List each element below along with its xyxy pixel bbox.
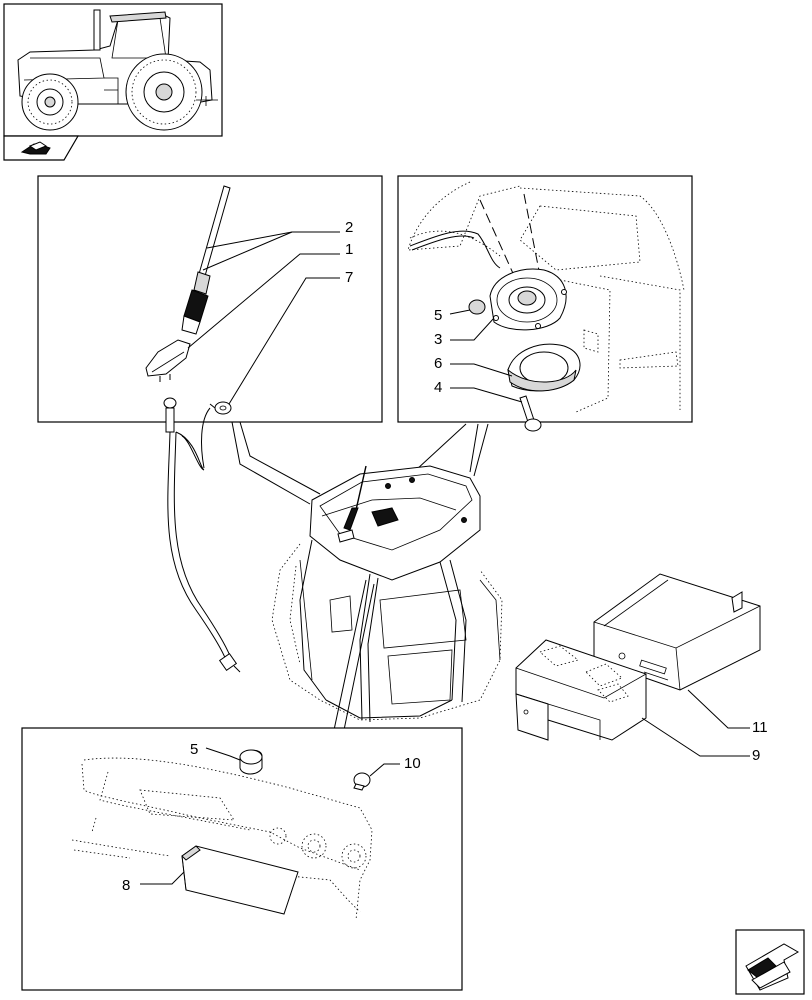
speaker[interactable] xyxy=(489,268,567,331)
cap-lower[interactable] xyxy=(239,749,263,775)
speaker-detail-box: 5 3 6 4 xyxy=(397,175,693,432)
callout-3: 3 xyxy=(434,331,442,348)
screw[interactable] xyxy=(519,395,542,432)
callout-1: 1 xyxy=(345,241,353,258)
cab-assembly[interactable] xyxy=(271,465,503,723)
plug[interactable] xyxy=(353,772,371,791)
antenna-cable[interactable] xyxy=(163,397,241,673)
speaker-ring[interactable] xyxy=(507,343,581,392)
tractor-thumbnail[interactable] xyxy=(3,3,223,137)
book-arrow-icon[interactable] xyxy=(3,135,80,161)
callout-7: 7 xyxy=(345,269,353,286)
callout-5-top: 5 xyxy=(434,307,442,324)
radio-unit[interactable] xyxy=(593,573,761,691)
callout-6: 6 xyxy=(434,355,442,372)
antenna-detail-box: 2 1 7 xyxy=(37,175,383,423)
callout-2: 2 xyxy=(345,219,353,236)
headliner-detail-box: 5 10 8 xyxy=(21,727,463,991)
antenna-cable-plug[interactable] xyxy=(209,401,232,415)
antenna-base[interactable] xyxy=(145,339,191,382)
radio-blanking-panel[interactable] xyxy=(181,845,299,915)
callout-5-lower: 5 xyxy=(190,741,198,758)
antenna-mast[interactable] xyxy=(181,185,231,335)
callout-8: 8 xyxy=(122,877,130,894)
callout-10: 10 xyxy=(404,755,421,772)
radio-mounting-bracket[interactable] xyxy=(515,639,647,741)
callout-4: 4 xyxy=(434,379,442,396)
cap[interactable] xyxy=(468,299,486,315)
next-page-arrow-icon[interactable] xyxy=(735,929,805,995)
callout-11: 11 xyxy=(752,719,768,736)
callout-9: 9 xyxy=(752,747,760,764)
